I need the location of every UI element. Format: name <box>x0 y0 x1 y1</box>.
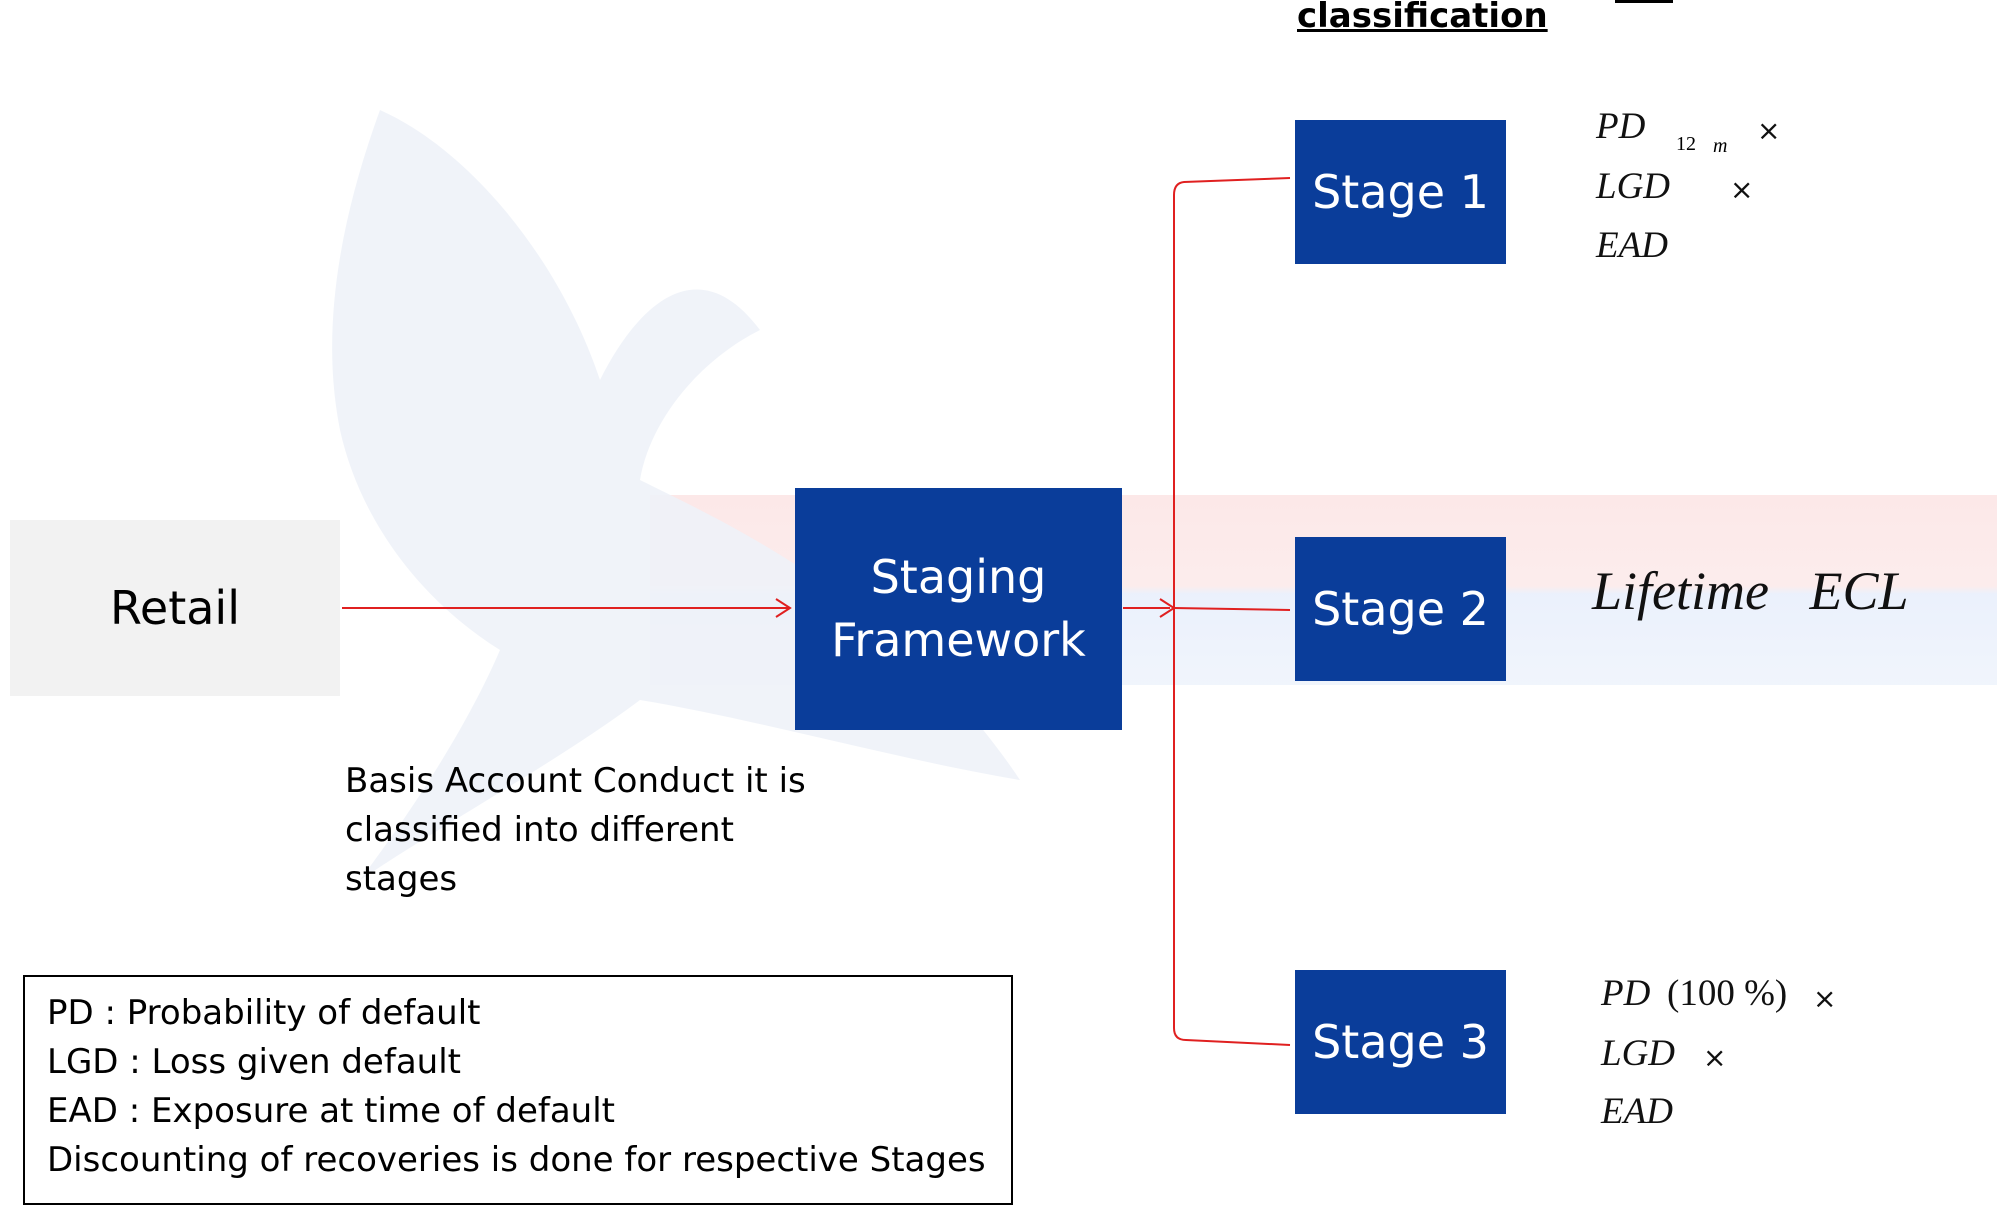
stage-1-subscript-12: 12 <box>1676 133 1696 155</box>
stage-3-pct: (100 %) <box>1667 973 1788 1014</box>
branch-bracket <box>1173 177 1291 1046</box>
stage-1-times-1: × <box>1757 114 1781 147</box>
stage-1-lgd: LGD <box>1596 166 1671 207</box>
stage-1-subscript-m: m <box>1713 135 1728 157</box>
header-underline-fragment <box>1615 0 1673 3</box>
staging-note-line-3: stages <box>345 859 458 899</box>
stage-3-times-2: × <box>1703 1041 1727 1074</box>
stage-3-pd: PD <box>1601 973 1651 1014</box>
stage-3-box: Stage 3 <box>1295 970 1506 1114</box>
stage-1-pd: PD <box>1596 106 1646 147</box>
legend-line-ead: EAD : Exposure at time of default <box>47 1091 616 1131</box>
branch-to-stage2-line <box>1173 607 1291 611</box>
stage-2-label: Stage 2 <box>1312 582 1489 636</box>
stage-1-label: Stage 1 <box>1312 165 1489 219</box>
stage-3-ead: EAD <box>1601 1091 1673 1132</box>
legend-line-pd: PD : Probability of default <box>47 993 481 1033</box>
stage-1-times-2: × <box>1730 173 1754 206</box>
retail-label: Retail <box>110 581 240 635</box>
arrowhead-staging <box>775 598 792 618</box>
stage-2-formula: Lifetime ECL <box>1592 561 1909 621</box>
staging-note-line-2: classified into different <box>345 810 734 850</box>
stage-3-label: Stage 3 <box>1312 1015 1489 1069</box>
staging-framework-box: Staging Framework <box>795 488 1122 730</box>
stage-1-box: Stage 1 <box>1295 120 1506 264</box>
legend-line-discounting: Discounting of recoveries is done for re… <box>47 1140 986 1180</box>
legend-box: PD : Probability of default LGD : Loss g… <box>23 975 1013 1205</box>
stage-2-box: Stage 2 <box>1295 537 1506 681</box>
staging-framework-label: Staging Framework <box>831 550 1086 667</box>
staging-note-line-1: Basis Account Conduct it is <box>345 761 806 801</box>
retail-box: Retail <box>10 520 340 696</box>
stage-3-times-1: × <box>1813 982 1837 1015</box>
header-classification: classification <box>1297 0 1548 36</box>
stage-3-lgd: LGD <box>1601 1033 1676 1074</box>
staging-note: Basis Account Conduct it is classified i… <box>345 757 806 904</box>
legend-line-lgd: LGD : Loss given default <box>47 1042 461 1082</box>
stage-1-ead: EAD <box>1596 225 1668 266</box>
